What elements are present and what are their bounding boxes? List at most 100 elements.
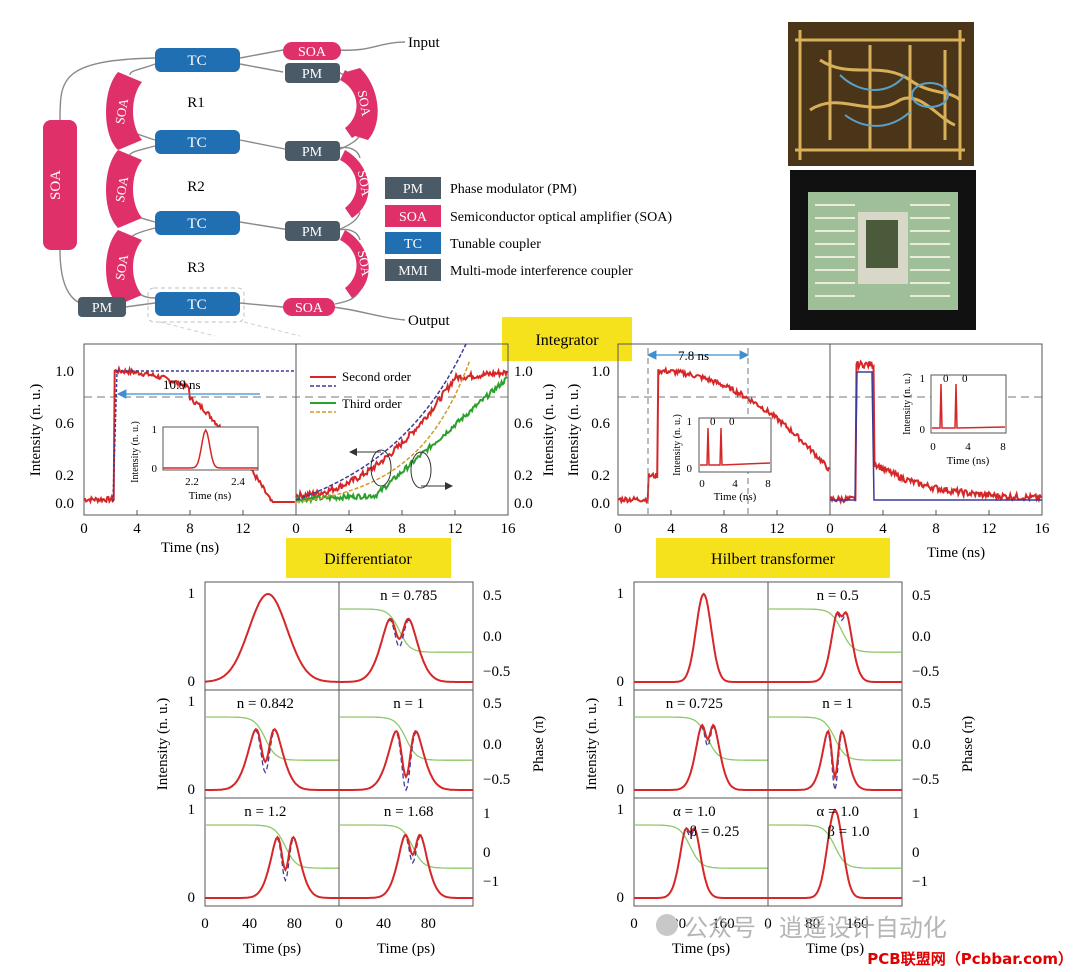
hilb-cell: [767, 797, 903, 907]
hilb-ideal-curve: [768, 732, 902, 791]
int4-red-curve: [829, 359, 1042, 505]
ring-r3-label: R3: [187, 260, 205, 276]
svg-text:0: 0: [729, 416, 735, 428]
int-xtick: 8: [932, 521, 940, 537]
svg-text:0: 0: [920, 424, 926, 436]
int2-legend: Second order Third order: [310, 369, 412, 413]
hilb-phase-tick: 0.5: [912, 588, 931, 604]
hilb-ideal-curve: [634, 726, 768, 791]
block-legend: PM Phase modulator (PM) SOA Semiconducto…: [385, 177, 672, 281]
int2-ytick-0.2: 0.2: [514, 468, 533, 484]
hilb-xtick: 0: [630, 916, 638, 932]
diff-xtick: 40: [376, 916, 391, 932]
int-xtick: 8: [186, 521, 194, 537]
hilb-cell-label: n = 0.5: [817, 588, 859, 604]
hilb-phase-tick: −1: [912, 874, 928, 890]
svg-text:PM: PM: [302, 225, 323, 240]
diff-measured-curve: [339, 729, 473, 791]
svg-text:4: 4: [965, 441, 971, 453]
diff-ideal-curve: [205, 593, 339, 683]
diff-cell-label: n = 1: [393, 696, 424, 712]
int3-ytick-0.2: 0.2: [591, 468, 610, 484]
hilb-xtick: 0: [764, 916, 772, 932]
legend-tc-abbr: TC: [404, 237, 422, 252]
hilb-measured-curve: [768, 729, 902, 791]
int2-second-order: [295, 367, 508, 502]
int2-ytick-0.0: 0.0: [514, 496, 533, 512]
int-xtick: 0: [80, 521, 88, 537]
diff-cell-label: n = 0.842: [237, 696, 294, 712]
int2-legend-third: Third order: [342, 396, 402, 411]
soa-curved-left: SOA SOA SOA: [106, 72, 142, 305]
hilb-ytick: 0: [617, 674, 625, 690]
svg-text:Time (ns): Time (ns): [714, 491, 757, 503]
int1-ytick-0.0: 0.0: [55, 496, 74, 512]
hilb-phase-tick: 0: [912, 845, 920, 861]
svg-text:PM: PM: [302, 67, 323, 82]
input-label: Input: [408, 35, 440, 51]
hilb-ytick: 1: [617, 586, 625, 602]
output-label: Output: [408, 313, 451, 329]
diff-xtick: 0: [335, 916, 343, 932]
tc-blocks: TC TC TC TC: [155, 48, 240, 316]
svg-text:SOA: SOA: [112, 175, 131, 204]
svg-text:0: 0: [930, 441, 936, 453]
hilb-measured-curve: [634, 592, 768, 683]
diff-cell-label: n = 1.68: [384, 804, 434, 820]
svg-text:PM: PM: [302, 145, 323, 160]
svg-text:SOA: SOA: [112, 97, 131, 126]
hilb-phase-curve: [634, 716, 768, 761]
svg-text:Intensity (n. u.): Intensity (n. u.): [902, 373, 913, 435]
diff-measured-curve: [205, 592, 339, 683]
packaged-chip-photo: [790, 170, 976, 330]
diff-phase-tick: −0.5: [483, 664, 510, 680]
svg-text:0: 0: [943, 373, 949, 385]
hilb-xtick: 80: [805, 916, 820, 932]
watermark: 公众号 · 逍遥设计自动化 PCB联盟网（Pcbbar.com）: [656, 914, 1073, 968]
svg-text:8: 8: [765, 478, 771, 490]
int-xtick: 8: [720, 521, 728, 537]
int-xlabel-right: Time (ns): [927, 545, 985, 561]
int3-red-curve: [617, 366, 830, 505]
svg-text:TC: TC: [187, 216, 206, 232]
svg-text:SOA: SOA: [355, 249, 374, 278]
int-xtick: 4: [345, 521, 353, 537]
diff-phase-tick: 0.5: [483, 588, 502, 604]
hilb-measured-curve: [768, 610, 902, 683]
int2-ellipse-left: [370, 449, 392, 487]
integrator-title: Integrator: [535, 332, 599, 349]
svg-text:2.2: 2.2: [185, 476, 199, 488]
diff-ytick: 0: [188, 890, 196, 906]
int-ylabel-left: Intensity (n. u.): [28, 384, 44, 476]
hilb-ylabel: Intensity (n. u.): [584, 698, 600, 790]
svg-text:SOA: SOA: [298, 45, 327, 60]
svg-text:0: 0: [152, 463, 158, 475]
diff-ylabel-right: Phase (π): [531, 716, 547, 772]
int4-inset: 1 0 0 0 0 4 8 Time (ns) Intensity (n. u.…: [902, 373, 1007, 467]
hilb-cell-label: α = 1.0: [816, 804, 859, 820]
int2-ytick-1.0: 1.0: [514, 364, 533, 380]
int1-ytick-0.2: 0.2: [55, 468, 74, 484]
int3-ytick-0.0: 0.0: [591, 496, 610, 512]
diff-phase-tick: −0.5: [483, 772, 510, 788]
ring-diagram: SOA SOA SOA SOA SOA SOA SOA SOA SOA: [43, 35, 451, 337]
svg-text:0: 0: [962, 373, 968, 385]
svg-text:Time (ns): Time (ns): [947, 455, 990, 467]
ring-r1-label: R1: [187, 95, 205, 111]
hilb-xtick: 160: [846, 916, 869, 932]
hilb-xlabel: Time (ps): [806, 941, 864, 957]
hilb-ylabel-right: Phase (π): [960, 716, 976, 772]
svg-text:TC: TC: [187, 297, 206, 313]
svg-text:SOA: SOA: [355, 169, 374, 198]
int-xtick: 8: [398, 521, 406, 537]
diff-measured-curve: [339, 833, 473, 899]
svg-text:Intensity (n. u.): Intensity (n. u.): [130, 421, 141, 483]
hilb-cell-label-b: β = 0.25: [689, 824, 739, 840]
legend-tc-text: Tunable coupler: [450, 237, 541, 252]
legend-mmi-abbr: MMI: [398, 264, 428, 279]
hilb-ideal-curve: [634, 593, 768, 683]
soa-main-label: SOA: [48, 170, 64, 200]
diff-measured-curve: [339, 617, 473, 683]
int-xtick: 12: [236, 521, 251, 537]
